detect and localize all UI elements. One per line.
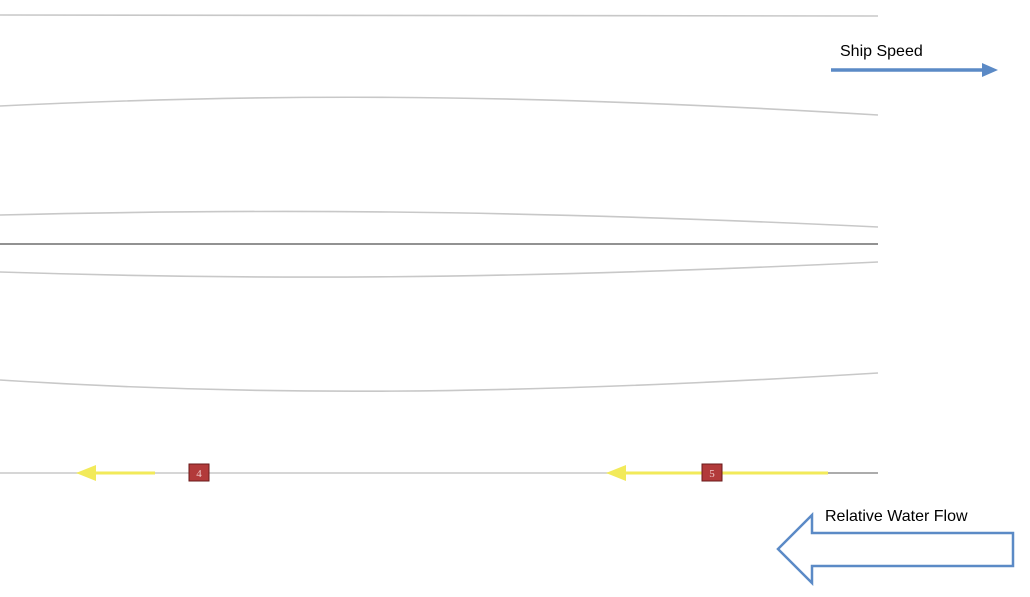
streamline-upper: [0, 96, 879, 116]
streamline-lower: [0, 372, 879, 393]
streamline-top: [0, 14, 879, 17]
marker-5: 5: [701, 463, 723, 482]
marker-4-label: 4: [196, 468, 202, 480]
relative-water-flow-label: Relative Water Flow: [825, 508, 968, 525]
relative-water-flow-arrow: [776, 511, 1015, 587]
ship-speed-label: Ship Speed: [840, 43, 923, 60]
yellow-flow-arrow-left: [76, 465, 155, 481]
streamline-near-lower: [0, 261, 879, 278]
marker-5-label: 5: [709, 468, 715, 480]
yellow-flow-arrow-right: [606, 465, 878, 481]
ship-speed-arrow: [831, 63, 998, 77]
marker-4: 4: [188, 463, 210, 482]
streamline-near-upper: [0, 210, 879, 228]
